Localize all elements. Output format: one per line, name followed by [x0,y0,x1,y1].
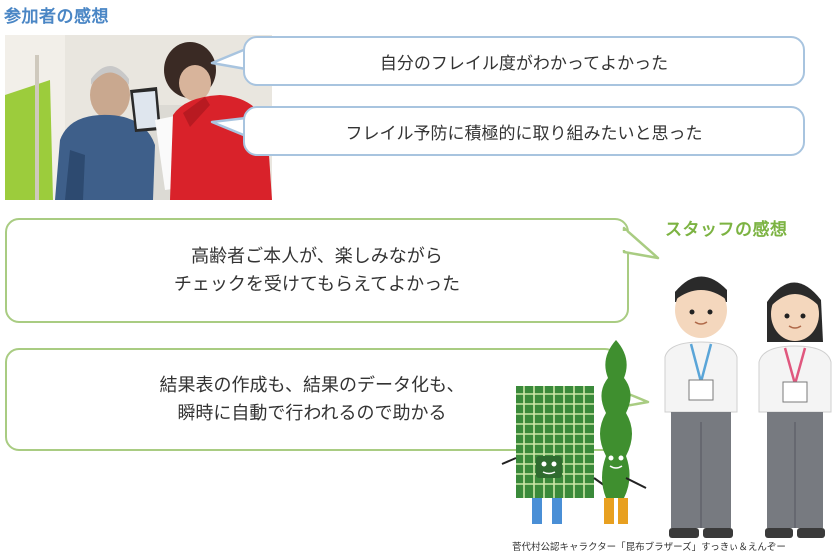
participant-comment-1: 自分のフレイル度がわかってよかった [243,36,805,86]
participants-heading: 参加者の感想 [4,7,109,27]
comment-line: 瞬時に自動で行われるので助かる [177,402,447,424]
comment-line: 高齢者ご本人が、楽しみながら [191,245,443,267]
bubble-tail [621,226,660,260]
staff-comment-1: 高齢者ご本人が、楽しみながら チェックを受けてもらえてよかった [5,218,629,323]
comment-line: チェックを受けてもらえてよかった [173,273,461,295]
participant-comment-2: フレイル予防に積極的に取り組みたいと思った [243,106,805,156]
character-credit: 菅代村公認キャラクター「昆布ブラザーズ」すっきぃ＆えんぞー [512,542,786,553]
mascot-illustration [501,340,647,524]
comment-text: フレイル予防に積極的に取り組みたいと思った [345,123,703,144]
comment-text: 自分のフレイル度がわかってよかった [379,53,669,74]
comment-line: 結果表の作成も、結果のデータ化も、 [159,374,465,396]
staff-heading: スタッフの感想 [665,220,788,240]
staff-illustration [664,276,832,538]
